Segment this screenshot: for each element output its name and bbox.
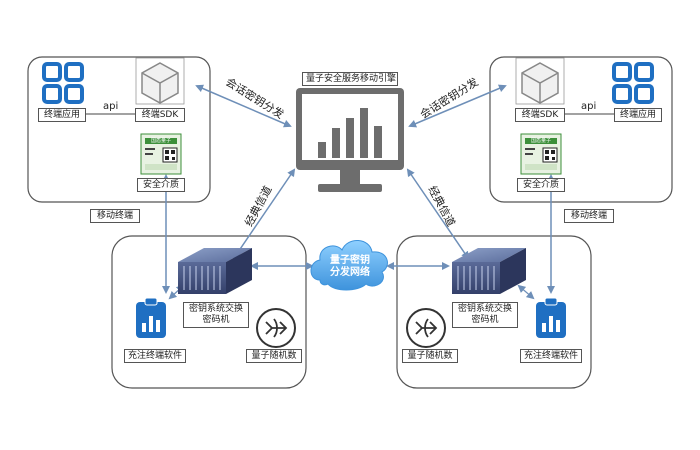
left-api-label: api [103,101,119,112]
left-device-box [27,56,211,203]
left-secure-chip-icon [140,133,182,175]
right-server-box [396,235,592,389]
right-qrng-icon [406,308,446,348]
left-key-exchange-label: 密钥系统交换 密码机 [183,302,249,328]
right-key-exchange-line1: 密钥系统交换 [457,304,512,314]
left-sdk-cube-icon [135,57,185,105]
right-classical-channel-arrow [406,168,470,260]
right-device-box [489,56,673,203]
left-key-exchange-server-icon [178,248,252,294]
cloud-label-line1: 量子密钥 [330,255,370,266]
left-classical-channel-arrow [232,168,296,260]
left-qrng-label: 量子随机数 [246,349,302,363]
left-key-exchange-line2: 密码机 [202,315,230,325]
left-fill-software-icon [136,297,166,338]
right-key-exchange-line2: 密码机 [471,315,499,325]
left-qrng-icon [256,308,296,348]
right-fill-software-icon [536,297,566,338]
right-server-to-fill-arrow [517,284,535,300]
right-fill-software-label: 充注终端软件 [520,349,582,363]
monitor-icon [296,88,404,192]
quantum-network-cloud [310,240,388,291]
left-server-box [111,235,307,389]
right-device-label: 移动终端 [564,209,614,223]
left-chip-brand: 国盾量子 [150,138,171,144]
right-api-label: api [581,101,597,112]
left-secure-medium-label: 安全介质 [137,178,185,192]
left-app-grid-icon [42,62,84,104]
right-key-exchange-server-icon [452,248,526,294]
right-app-label: 终端应用 [614,108,662,122]
right-secure-chip-icon [520,133,562,175]
left-session-key-arrow [195,84,292,128]
right-session-key-arrow [408,84,507,128]
cloud-label-line2: 分发网络 [330,267,370,278]
left-sdk-label: 终端SDK [135,108,185,122]
left-app-label: 终端应用 [38,108,86,122]
right-sdk-cube-icon [515,57,565,105]
left-key-exchange-line1: 密钥系统交换 [188,304,243,314]
right-sdk-label: 终端SDK [515,108,565,122]
left-fill-software-label: 充注终端软件 [124,349,186,363]
right-key-exchange-label: 密钥系统交换 密码机 [452,302,518,328]
right-qrng-label: 量子随机数 [402,349,458,363]
right-chip-brand: 国盾量子 [530,138,551,144]
left-device-label: 移动终端 [90,209,140,223]
right-app-grid-icon [612,62,654,104]
right-secure-medium-label: 安全介质 [517,178,565,192]
center-engine-title: 量子安全服务移动引擎 [302,72,398,86]
